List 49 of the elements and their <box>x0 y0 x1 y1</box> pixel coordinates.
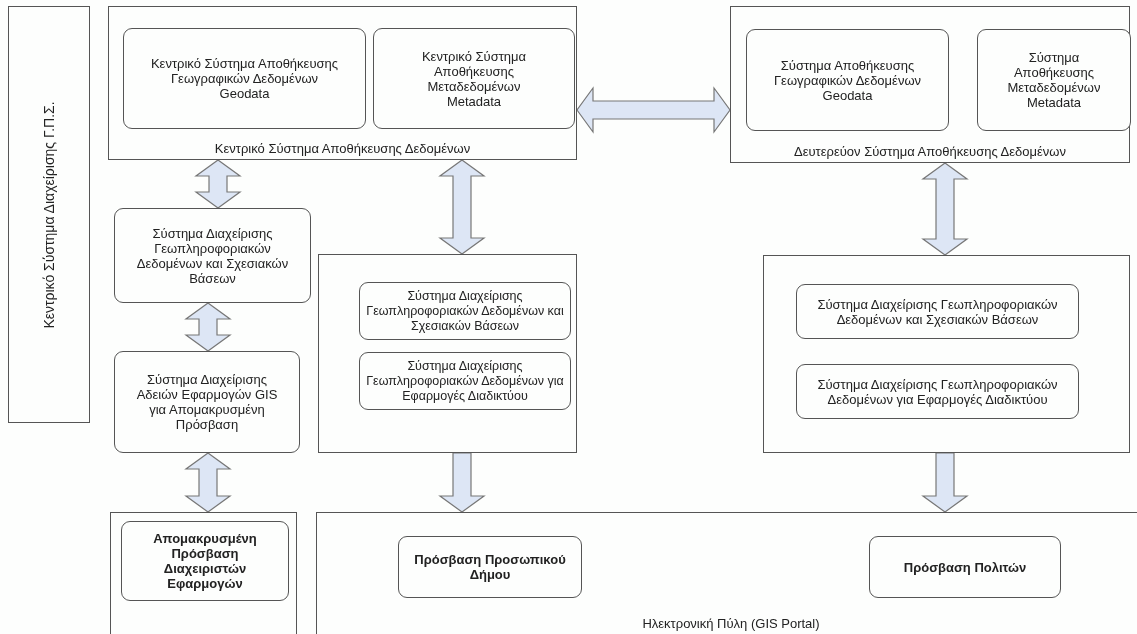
process-box <box>796 364 1079 419</box>
empty-box <box>110 512 297 634</box>
box-text: Πρόσβαση Πολιτών <box>903 559 1027 575</box>
block-arrow <box>921 452 969 513</box>
box-text: Κεντρικό Σύστημα Αποθήκευσης Γεωγραφικών Δεδομένων <box>149 56 340 86</box>
box-text: Geodata <box>219 86 270 101</box>
side-title: Κεντρικό Σύστημα Διαχείρισης Γ.Π.Σ. <box>41 100 57 329</box>
box-text: Σύστημα Διαχείρισης Γεωπληροφοριακών Δεδομένων για Εφαρμογές Διαδικτύου <box>365 358 565 404</box>
block-arrow <box>438 452 486 513</box>
box-text: Σύστημα Αποθήκευσης Γεωγραφικών Δεδομένων <box>772 57 923 88</box>
process-box <box>121 521 289 601</box>
side-panel <box>8 6 90 423</box>
group-title: Δευτερεύον Σύστημα Αποθήκευσης Δεδομένων <box>793 144 1067 159</box>
group-box <box>108 6 577 160</box>
process-box <box>114 351 300 453</box>
block-arrow <box>921 162 969 256</box>
box-text: Geodata <box>822 87 873 103</box>
process-box <box>359 352 571 410</box>
box-text: Σύστημα Αποθήκευσης Μεταδεδομένων <box>1006 50 1102 95</box>
box-text: Σύστημα Διαχείρισης Αδειών Εφαρμογών GIS για Απομακρυσμένη Πρόσβαση <box>135 372 279 432</box>
box-text: Κεντρικό Σύστημα Αποθήκευσης Μεταδεδομένων <box>420 48 528 94</box>
empty-box <box>763 255 1130 453</box>
group-title: Ηλεκτρονική Πύλη (GIS Portal) <box>641 616 821 631</box>
block-arrow <box>184 452 232 513</box>
process-box <box>796 284 1079 339</box>
box-text: Σύστημα Διαχείρισης Γεωπληροφοριακών Δεδομένων για Εφαρμογές Διαδικτύου <box>816 376 1059 407</box>
group-box <box>730 6 1130 163</box>
process-box <box>123 28 366 129</box>
process-box <box>373 28 575 129</box>
box-text: Metadata <box>446 93 502 109</box>
process-box <box>746 29 949 131</box>
block-arrow <box>576 86 731 134</box>
box-text: Σύστημα Διαχείρισης Γεωπληροφοριακών Δεδομένων και Σχεσιακών Βάσεων <box>135 225 290 286</box>
box-text: Σύστημα Διαχείρισης Γεωπληροφοριακών Δεδομένων και Σχεσιακών Βάσεων <box>365 288 565 334</box>
block-arrow <box>194 159 242 209</box>
process-box <box>114 208 311 303</box>
block-arrow <box>438 159 486 255</box>
box-text: Metadata <box>1026 95 1082 110</box>
box-text: Απομακρυσμένη Πρόσβαση Διαχειριστών Εφαρμογών <box>152 531 258 591</box>
box-text: Πρόσβαση Προσωπικού Δήμου <box>413 552 567 582</box>
process-box <box>869 536 1061 598</box>
group-title: Κεντρικό Σύστημα Αποθήκευσης Δεδομένων <box>213 141 472 156</box>
process-box <box>398 536 582 598</box>
block-arrow <box>184 302 232 352</box>
group-box <box>316 512 1137 634</box>
process-box <box>359 282 571 340</box>
box-text: Σύστημα Διαχείρισης Γεωπληροφοριακών Δεδομένων και Σχεσιακών Βάσεων <box>816 296 1059 327</box>
empty-box <box>318 254 577 453</box>
process-box <box>977 29 1131 131</box>
